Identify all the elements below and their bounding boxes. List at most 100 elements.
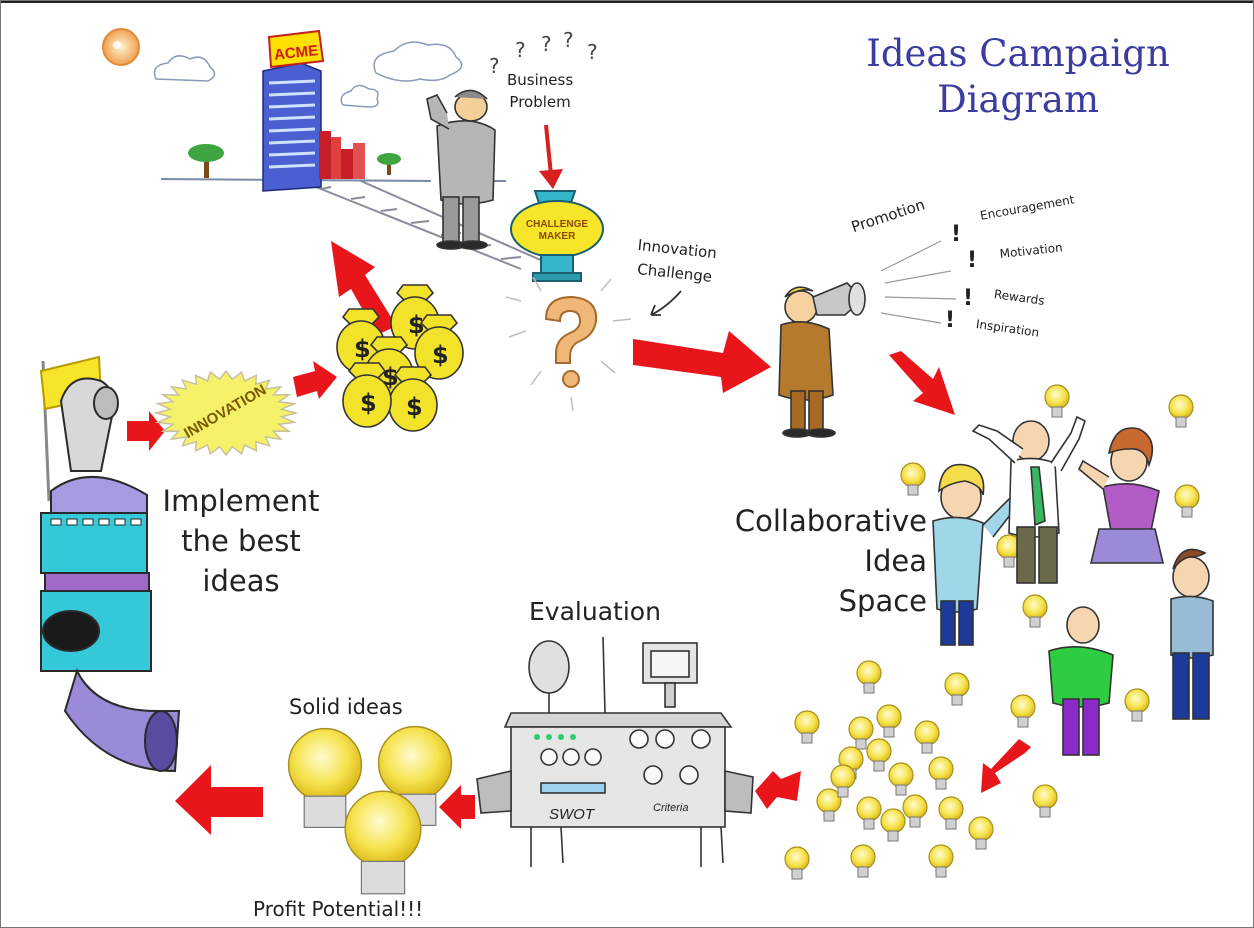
- svg-text:?: ?: [541, 32, 552, 56]
- lightbulb-icon: [968, 816, 994, 850]
- collaboration-line-1: Collaborative: [734, 504, 927, 538]
- title-line-1: Ideas Campaign: [866, 32, 1170, 75]
- lightbulb-icon: [888, 762, 914, 796]
- acme-building-icon: [262, 29, 365, 192]
- business-problem-line-1: Business: [507, 71, 574, 89]
- business-problem-label: Business Problem: [507, 69, 573, 113]
- solid-idea-bulbs: [287, 725, 453, 895]
- question-marks-icon: ??? ??: [489, 28, 598, 78]
- acme-sign-label: ACME: [273, 42, 319, 64]
- criteria-label: Criteria: [653, 802, 688, 814]
- implementation-machine: [39, 355, 181, 773]
- evaluation-label: Evaluation: [529, 597, 661, 626]
- swot-label: SWOT: [549, 806, 596, 823]
- problem-arrow: [544, 124, 553, 176]
- lightbulb-icon: [876, 704, 902, 738]
- lightbulb-icon: [1174, 484, 1200, 518]
- svg-text:?: ?: [563, 28, 574, 52]
- collaboration-line-2: Idea: [864, 544, 927, 578]
- svg-text:$: $: [360, 389, 377, 417]
- money-bag-icon: $: [414, 314, 464, 380]
- money-bag-icon: $: [388, 366, 438, 432]
- lightbulb-icon: [856, 660, 882, 694]
- lightbulb-icon: [944, 672, 970, 706]
- lightbulb-icon: [900, 462, 926, 496]
- lightbulb-icon: [1168, 394, 1194, 428]
- machine-rivets: [50, 518, 142, 526]
- svg-text:$: $: [406, 393, 423, 421]
- arrow-to-money: [293, 361, 337, 399]
- lightbulb-icon: [850, 844, 876, 878]
- svg-text:?: ?: [515, 38, 526, 62]
- arrow-to-business: [331, 241, 403, 335]
- megaphone-soundlines: [880, 240, 957, 324]
- svg-text:!: !: [945, 308, 955, 333]
- lightbulb-icon: [938, 796, 964, 830]
- cloud-icon: [153, 41, 463, 108]
- evaluation-machine: [476, 636, 754, 867]
- svg-text:$: $: [432, 341, 449, 369]
- lightbulb-icon: [914, 720, 940, 754]
- title-line-2: Diagram: [936, 78, 1100, 121]
- lightbulb-icon: [794, 710, 820, 744]
- lightbulb-icon: [1010, 694, 1036, 728]
- arrow-to-innovation: [127, 411, 165, 451]
- svg-text:?: ?: [489, 54, 500, 78]
- diagram-title: Ideas Campaign Diagram: [843, 31, 1193, 123]
- svg-text:?: ?: [587, 40, 598, 64]
- solid-idea-bulb-icon: [287, 727, 363, 829]
- lightbulb-icon: [928, 844, 954, 878]
- svg-text:!: !: [951, 222, 961, 247]
- lightbulb-icon: [1044, 384, 1070, 418]
- arrow-to-evaluation: [755, 771, 801, 809]
- flow-arrows: [127, 241, 1031, 835]
- innovation-challenge-pointer: [650, 290, 682, 316]
- solid-ideas-label: Solid ideas: [289, 695, 403, 719]
- business-problem-line-2: Problem: [509, 93, 571, 111]
- money-bags-icon: $$$$$$: [336, 284, 464, 432]
- innovation-starburst: [153, 369, 299, 457]
- innovation-challenge-label: Innovation Challenge: [634, 233, 718, 289]
- svg-text:$: $: [354, 335, 371, 363]
- lightbulb-icon: [928, 756, 954, 790]
- profit-potential-label: Profit Potential!!!: [253, 897, 424, 921]
- lightbulb-icon: [1124, 688, 1150, 722]
- lightbulb-icon: [784, 846, 810, 880]
- lightbulb-icon: [830, 764, 856, 798]
- lightbulb-icon: [996, 534, 1022, 568]
- lightbulb-icon: [866, 738, 892, 772]
- arrow-bulbs-down: [981, 739, 1031, 793]
- arrow-to-promotion: [633, 331, 771, 393]
- implement-line-3: ideas: [202, 564, 280, 598]
- implement-best-ideas-label: Implement the best ideas: [151, 481, 331, 601]
- question-burst-icon: [505, 276, 632, 412]
- tree-icon: [188, 144, 401, 178]
- lightbulb-icon: [880, 808, 906, 842]
- implement-line-1: Implement: [162, 484, 320, 518]
- collaborators-group: [932, 415, 1214, 756]
- evaluation-indicator-lights: [534, 734, 576, 740]
- sun-icon: [102, 28, 140, 66]
- money-bag-icon: $: [342, 362, 392, 428]
- businessman-figure: [426, 89, 496, 250]
- lightbulb-icon: [1032, 784, 1058, 818]
- implement-line-2: the best: [181, 524, 301, 558]
- lightbulb-icon: [1022, 594, 1048, 628]
- top-border: [1, 1, 1253, 3]
- lightbulb-icons: [784, 384, 1200, 880]
- lightbulb-icon: [816, 788, 842, 822]
- collaboration-line-3: Space: [838, 584, 927, 618]
- arrow-to-solid-ideas: [439, 785, 475, 829]
- lightbulb-icon: [848, 716, 874, 750]
- exclamation-icons: !! !!: [945, 222, 977, 333]
- promoter-figure: [778, 282, 866, 438]
- svg-text:!: !: [967, 248, 977, 273]
- arrow-to-collaboration: [889, 351, 955, 415]
- collaborative-idea-space-label: Collaborative Idea Space: [723, 501, 927, 621]
- lightbulb-icon: [902, 794, 928, 828]
- lightbulb-icon: [856, 796, 882, 830]
- svg-text:!: !: [963, 286, 973, 311]
